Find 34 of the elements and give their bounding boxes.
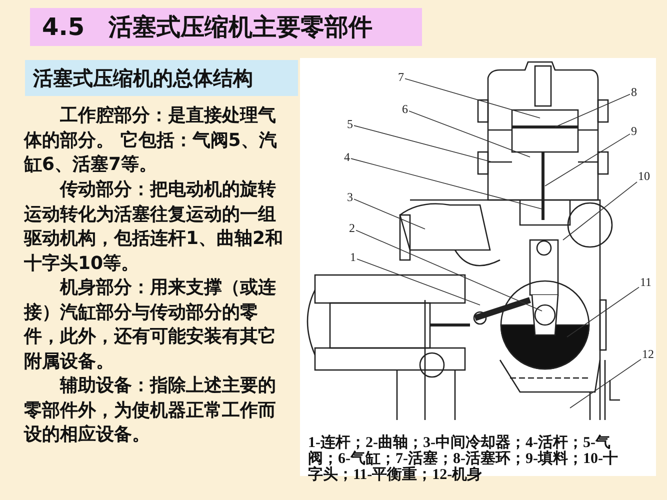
leader-line xyxy=(408,110,530,158)
leader-line xyxy=(570,358,642,408)
leader-line xyxy=(544,134,630,186)
callout-number: 6 xyxy=(402,103,408,116)
body-paragraph: 机身部分：用来支撑（或连接）汽缸部分与传动部分的零件，此外，还有可能安装有其它附属设备。 xyxy=(24,276,277,374)
callout-number: 12 xyxy=(642,348,654,361)
callout-number: 7 xyxy=(398,71,404,84)
callout-number: 1 xyxy=(350,251,356,264)
callout-number: 9 xyxy=(631,125,637,138)
leader-line xyxy=(404,78,540,118)
leader-line xyxy=(566,286,640,338)
body-paragraph: 传动部分：把电动机的旋转运动转化为活塞往复运动的一组驱动机构，包括连杆1、曲轴2和十字头10等。 xyxy=(24,178,284,276)
callout-number: 2 xyxy=(349,222,355,235)
callout-number: 3 xyxy=(347,191,353,204)
body-paragraph: 辅助设备：指除上述主要的零部件外，为使机器正常工作而设的相应设备。 xyxy=(24,374,277,448)
title-text: 4.5 xyxy=(42,13,85,41)
callout-number: 4 xyxy=(344,151,350,164)
leader-line xyxy=(356,230,542,312)
subtitle-text: 活塞式压缩机的总体结构 xyxy=(33,64,253,92)
leader-line xyxy=(562,182,638,240)
leader-line xyxy=(354,198,426,230)
title-text: 活塞式压缩机主要零部件 xyxy=(108,12,373,43)
callout-number: 5 xyxy=(347,118,353,131)
body-paragraph: 工作腔部分：是直接处理气体的部分。 它包括：气阀5、汽缸6、活塞7等。 xyxy=(24,104,278,178)
leader-line xyxy=(356,258,480,306)
title-banner xyxy=(30,8,422,46)
callout-number: 10 xyxy=(638,170,650,183)
subtitle-banner xyxy=(25,60,298,96)
callout-number: 8 xyxy=(631,86,637,99)
leader-line xyxy=(554,94,630,128)
figure-caption: 1-连杆；2-曲轴；3-中间冷却器；4-活杆；5-气阀；6-气缸；7-活塞；8-活塞环；9-填料；10-十字头；11-平衡重；12-机身 xyxy=(308,435,619,483)
leader-line xyxy=(350,158,542,210)
callout-number: 11 xyxy=(640,276,652,289)
leader-line xyxy=(354,125,492,162)
